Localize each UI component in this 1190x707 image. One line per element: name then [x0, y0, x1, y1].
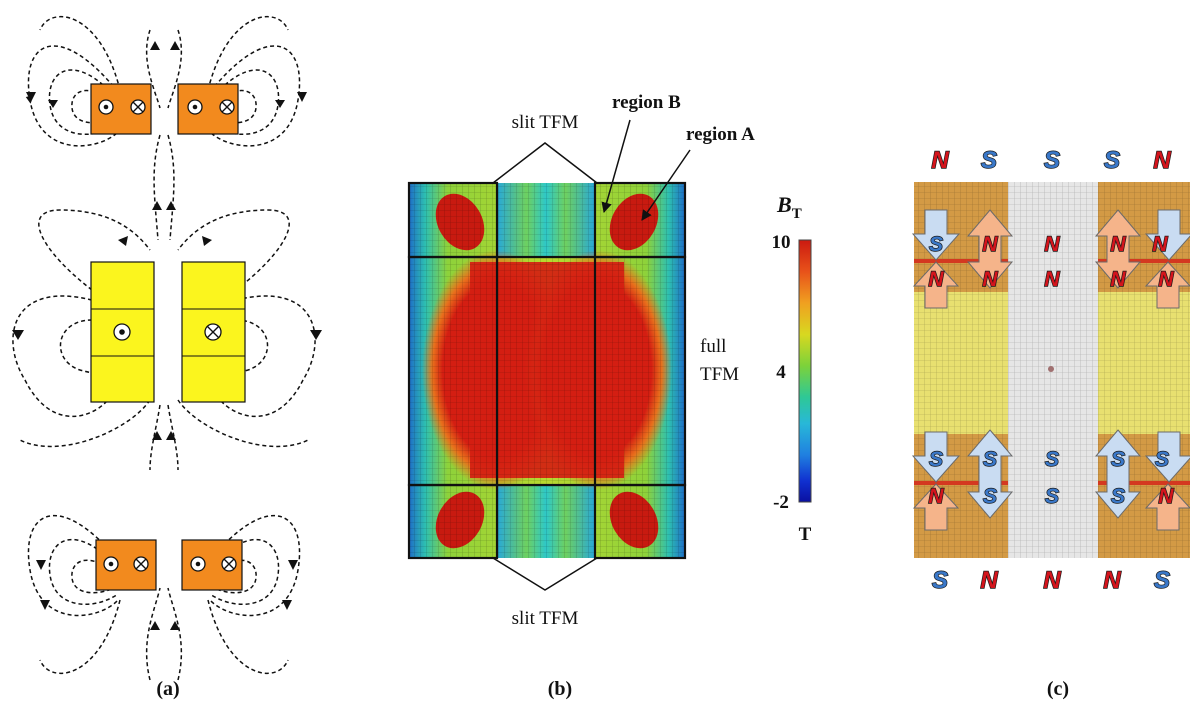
inner-top-3: N — [1110, 233, 1126, 256]
inner-pole-labels-bottom: S S S S S N S S S N — [928, 447, 1175, 508]
label-full-line1: full — [700, 336, 726, 357]
arrow-up-icon — [1144, 483, 1190, 531]
field-map — [407, 181, 687, 560]
inner-bottom-0: S — [929, 448, 943, 471]
label-region-a: region A — [686, 124, 755, 145]
inner-bottom-6: S — [983, 485, 997, 508]
arrow-updown-icon — [966, 209, 1014, 289]
colorbar-tick-top: 10 — [772, 232, 791, 253]
region-b-pointer — [601, 119, 631, 214]
bottom-pole-4: N — [1103, 567, 1121, 594]
bottom-pole-5: S — [1154, 567, 1170, 594]
top-pole-labels: N S S S N — [931, 146, 1172, 174]
panel-a: (a) — [12, 16, 322, 700]
label-full-line2: TFM — [700, 364, 739, 385]
inner-top-4: N — [1152, 233, 1168, 256]
inner-bottom-9: N — [1158, 485, 1174, 508]
arrow-updown-icon — [966, 429, 1014, 519]
label-region-b: region B — [612, 92, 681, 113]
inner-bottom-2: S — [1045, 448, 1059, 471]
colorbar-title: BT — [776, 192, 802, 222]
field-lines — [12, 16, 316, 681]
magnetization-arrows — [911, 209, 1190, 531]
bottom-pole-1: S — [932, 567, 948, 594]
current-out-dots — [103, 104, 201, 567]
inner-bottom-4: S — [1155, 448, 1169, 471]
inner-bottom-7: S — [1045, 485, 1059, 508]
annotation-lines — [492, 142, 598, 591]
inner-top-1: N — [982, 233, 998, 256]
panel-c: N S S S N S N N N S S N N N N N N N N N — [911, 146, 1190, 700]
inner-bottom-3: S — [1111, 448, 1125, 471]
inner-top-5: N — [928, 268, 944, 291]
label-slit-top: slit TFM — [512, 112, 579, 133]
arrow-up-icon — [912, 261, 960, 309]
arrow-down-icon — [1144, 209, 1190, 261]
arrow-updown-icon — [1094, 429, 1142, 519]
panel-b: slit TFM slit TFM region B region A full… — [407, 92, 812, 700]
arrow-down-icon — [1144, 431, 1190, 483]
arrow-up-icon — [1144, 261, 1190, 309]
top-pole-4: S — [1104, 147, 1120, 174]
inner-top-6: N — [982, 268, 998, 291]
inner-top-2: N — [1044, 233, 1060, 256]
inner-bottom-5: N — [928, 485, 944, 508]
inner-top-0: S — [929, 233, 943, 256]
colorbar-title-subscript: T — [792, 206, 802, 222]
colorbar-scale — [798, 239, 812, 503]
colorbar-tick-bottom: -2 — [773, 492, 789, 513]
arrow-updown-icon — [1094, 209, 1142, 289]
top-pole-3: S — [1044, 147, 1060, 174]
field-arrowheads — [12, 41, 322, 630]
arrow-up-icon — [912, 483, 960, 531]
caption-c: (c) — [1047, 678, 1069, 700]
colorbar-tick-mid: 4 — [776, 362, 786, 383]
colorbar: BT 10 4 -2 T — [772, 192, 812, 545]
current-in-crosses — [132, 101, 235, 570]
bottom-pole-2: N — [980, 567, 998, 594]
label-slit-bottom: slit TFM — [512, 608, 579, 629]
inner-bottom-1: S — [983, 448, 997, 471]
colorbar-unit: T — [799, 524, 812, 545]
bottom-pole-3: N — [1043, 567, 1061, 594]
inner-top-8: N — [1110, 268, 1126, 291]
caption-a: (a) — [156, 678, 179, 700]
top-pole-1: N — [931, 147, 949, 174]
inner-top-9: N — [1158, 268, 1174, 291]
top-pole-2: S — [981, 147, 997, 174]
inner-pole-labels-top: S N N N N N N N N N — [928, 232, 1175, 291]
inner-bottom-8: S — [1111, 485, 1125, 508]
arrow-down-icon — [911, 431, 961, 483]
top-pole-5: N — [1153, 147, 1171, 174]
arrow-down-icon — [911, 209, 961, 261]
inner-top-7: N — [1044, 268, 1060, 291]
region-a-pointer — [641, 149, 691, 221]
caption-b: (b) — [548, 678, 572, 700]
bottom-pole-labels: S N N N S — [931, 566, 1170, 594]
